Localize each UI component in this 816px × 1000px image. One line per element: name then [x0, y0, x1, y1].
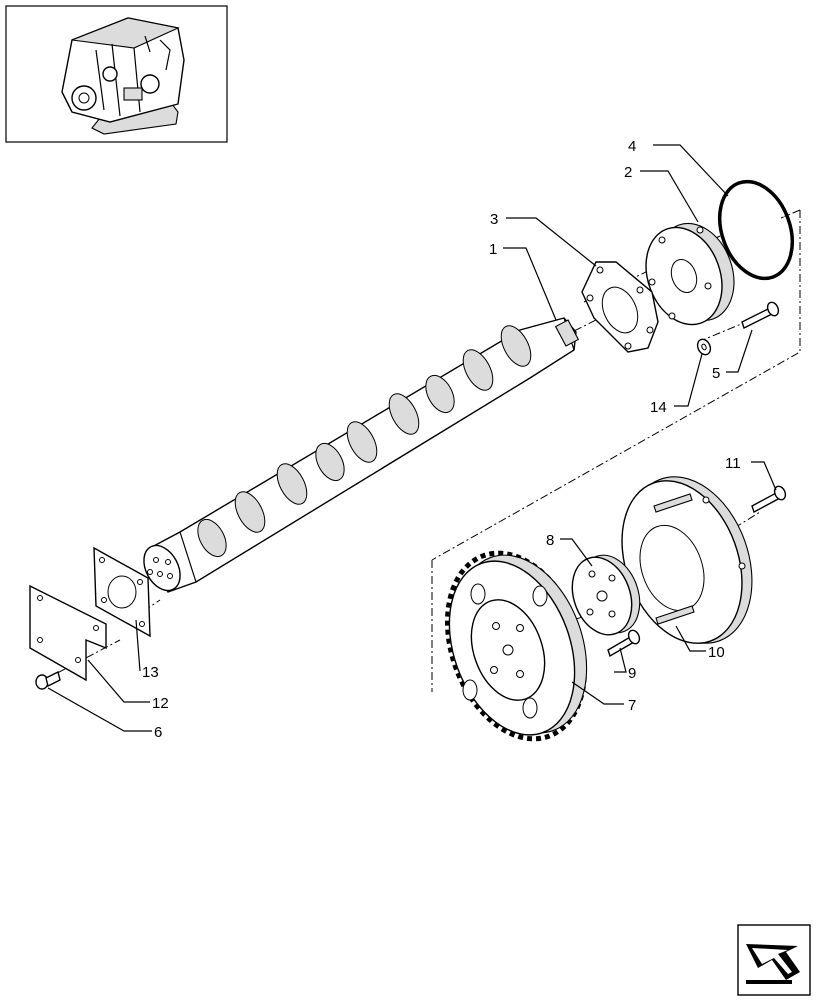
callout-5: 5 [712, 365, 720, 382]
callout-6: 6 [154, 724, 162, 741]
gasket[interactable] [581, 261, 659, 353]
callout-labels: 4 2 3 1 5 14 11 8 10 9 13 12 7 6 [142, 138, 741, 741]
gear-bolt[interactable] [607, 629, 641, 658]
gear-hub[interactable] [562, 547, 650, 643]
thrust-plate[interactable] [601, 459, 774, 660]
thrust-plate-bolt[interactable] [751, 485, 787, 514]
next-page-arrow-icon[interactable] [737, 924, 811, 996]
callout-9: 9 [628, 665, 636, 682]
camshaft-gear[interactable] [423, 534, 610, 758]
end-gasket[interactable] [93, 546, 151, 638]
camshaft-cover-plate[interactable] [633, 213, 747, 336]
callout-13: 13 [142, 664, 159, 681]
callout-4: 4 [628, 138, 636, 155]
callout-10: 10 [708, 644, 725, 661]
end-bracket[interactable] [29, 584, 107, 682]
bracket-bolt[interactable] [35, 670, 61, 690]
washer[interactable] [695, 337, 713, 357]
callout-11: 11 [725, 455, 741, 472]
callout-7: 7 [628, 697, 636, 714]
callout-1: 1 [489, 241, 497, 258]
o-ring[interactable] [707, 171, 805, 288]
leader-lines [47, 144, 777, 732]
camshaft[interactable] [137, 317, 580, 597]
callout-3: 3 [490, 211, 498, 228]
callout-14: 14 [650, 399, 667, 416]
callout-2: 2 [624, 164, 632, 181]
cover-bolt[interactable] [741, 301, 780, 329]
callout-12: 12 [152, 695, 169, 712]
engine-thumbnail-icon[interactable] [5, 5, 228, 143]
callout-8: 8 [546, 532, 554, 549]
